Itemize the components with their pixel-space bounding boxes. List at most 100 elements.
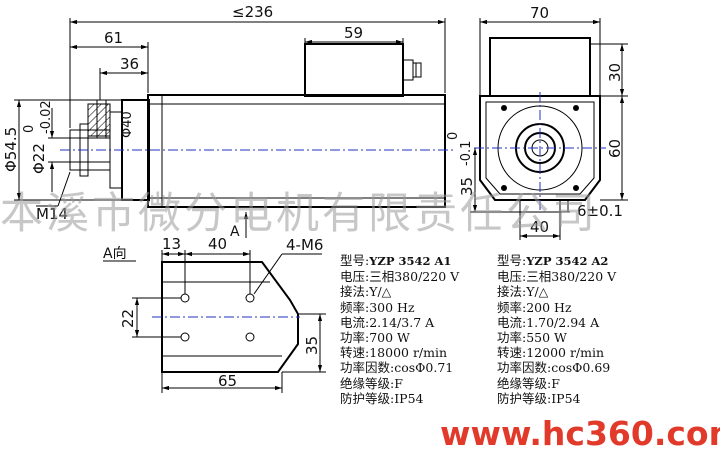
spec-row: 电压:三相380/220 V	[340, 269, 505, 284]
spec-value: IP54	[394, 390, 424, 406]
spec-value: 12000 r/min	[526, 345, 605, 361]
dim-22-label: 22	[119, 309, 137, 328]
phi-54-5-label: Φ54.5	[2, 127, 20, 172]
spec-key: 防护等级:	[340, 390, 395, 406]
spec-value: YZP 3542 A2	[526, 254, 609, 268]
spec-row: 功率:550 W	[497, 330, 677, 345]
spec-row: 接法:Y/△	[497, 284, 677, 299]
dim-35-base-label: 35	[303, 336, 321, 355]
spec-row: 功率因数:cosΦ0.69	[497, 360, 677, 375]
phi-22-label: Φ22	[30, 143, 48, 174]
dim-65-label: 65	[218, 372, 237, 390]
spec-key: 绝缘等级:	[340, 375, 395, 391]
end-view: 70 30 60 35 0 -0.1 6±0.1 40	[446, 4, 628, 240]
dim-35-label: 35	[458, 177, 476, 196]
spec-row: 接法:Y/△	[340, 284, 505, 299]
spec-key: 功率:	[497, 330, 527, 346]
spec-row: 转速:18000 r/min	[340, 345, 505, 360]
site-watermark: www.hc360.com	[440, 414, 720, 453]
spec-value: 1.70/2.94 A	[526, 314, 600, 330]
dim-4-m6-label: 4-M6	[286, 236, 323, 254]
spec-key: 功率因数:	[497, 360, 552, 376]
spec-key: 电压:	[340, 269, 370, 285]
base-plate	[161, 261, 299, 373]
spec-value: YZP 3542 A1	[369, 254, 452, 268]
end-junction-box	[489, 37, 591, 97]
view-a: A向 13 40 4-M6 22 35	[103, 235, 326, 393]
spec-value: 18000 r/min	[369, 345, 448, 361]
view-a-title: A向	[103, 246, 127, 262]
spec-key: 转速:	[340, 345, 370, 361]
spec-value: IP54	[551, 390, 581, 406]
dim-60-label: 60	[606, 139, 624, 158]
spec-key: 转速:	[497, 345, 527, 361]
spec-row: 防护等级:IP54	[497, 391, 677, 406]
spec-key: 防护等级:	[497, 390, 552, 406]
phi-40-label: Φ40	[120, 111, 135, 138]
spec-value: Y/△	[369, 284, 392, 300]
spec-value: cosΦ0.71	[394, 360, 454, 376]
spec-row: 频率:300 Hz	[340, 300, 505, 315]
spec-row: 绝缘等级:F	[340, 376, 505, 391]
junction-box	[304, 43, 404, 97]
dim-13-label: 13	[162, 235, 181, 253]
dim-40-end-label: 40	[530, 218, 549, 236]
company-watermark: 本溪市微分电机有限责任公司	[0, 189, 598, 239]
spec-value: 700 W	[369, 330, 410, 346]
spec-key: 型号:	[340, 253, 370, 268]
spec-key: 接法:	[497, 284, 527, 300]
dim-70-label: 70	[530, 4, 549, 22]
spec-key: 电流:	[497, 314, 527, 330]
spec-row: 转速:12000 r/min	[497, 345, 677, 360]
dim-35-tol-bottom: -0.1	[459, 141, 474, 166]
dim-30-label: 30	[606, 63, 624, 82]
spec-key: 功率因数:	[340, 360, 395, 376]
spec-key: 功率:	[340, 330, 370, 346]
spec-row: 功率:700 W	[340, 330, 505, 345]
end-bolt-1	[501, 105, 507, 111]
spec-row: 频率:200 Hz	[497, 300, 677, 315]
spec-row: 功率因数:cosΦ0.71	[340, 360, 505, 375]
dim-61-label: 61	[104, 29, 123, 47]
spec-value: cosΦ0.69	[551, 360, 611, 376]
spec-key: 接法:	[340, 284, 370, 300]
dim-6-label: 6±0.1	[577, 202, 623, 220]
spec-row: 型号:YZP 3542 A1	[340, 253, 505, 269]
spec-row: 防护等级:IP54	[340, 391, 505, 406]
spec-value: F	[551, 375, 560, 391]
spec-value: 三相380/220 V	[526, 269, 617, 285]
phi-22-tol-bottom: -0.02	[39, 100, 54, 134]
mount-hole-4	[245, 332, 255, 342]
mount-hole-3	[180, 332, 190, 342]
spec-value: F	[394, 375, 403, 391]
collet-nut	[87, 103, 111, 137]
dim-36-label: 36	[120, 55, 139, 73]
cable-gland	[402, 59, 422, 81]
spec-key: 电压:	[497, 269, 527, 285]
spec-key: 电流:	[340, 314, 370, 330]
spec-value: 三相380/220 V	[369, 269, 460, 285]
spec-row: 型号:YZP 3542 A2	[497, 253, 677, 269]
end-bolt-3	[501, 185, 507, 191]
spec-row: 电流:2.14/3.7 A	[340, 315, 505, 330]
spec-value: Y/△	[526, 284, 549, 300]
end-bolt-2	[573, 105, 579, 111]
phi-22-tol-top: 0	[22, 125, 37, 133]
dim-40-base-label: 40	[208, 235, 227, 253]
view-a-arrow-label: A	[230, 224, 240, 240]
spec-row: 电流:1.70/2.94 A	[497, 315, 677, 330]
spec-key: 频率:	[340, 299, 370, 315]
dim-59-label: 59	[344, 24, 363, 42]
spec-row: 绝缘等级:F	[497, 376, 677, 391]
mount-hole-1	[180, 293, 190, 303]
spec-key: 绝缘等级:	[497, 375, 552, 391]
overall-length-label: ≤236	[232, 3, 273, 21]
spec-key: 频率:	[497, 299, 527, 315]
m14-thread-label: M14	[36, 205, 68, 223]
end-bolt-4	[573, 185, 579, 191]
side-view: ≤236 61 59 36 Φ54.5 Φ22 0 -0.02 Φ40 M	[2, 3, 455, 240]
